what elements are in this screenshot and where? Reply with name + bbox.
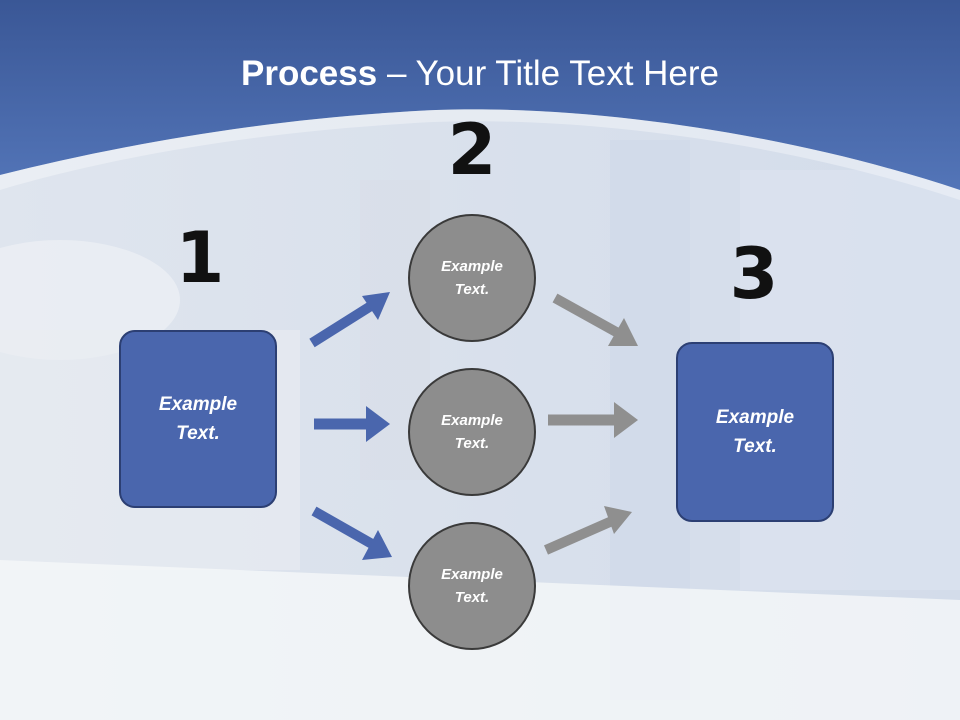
arrow-start-to-center xyxy=(314,406,390,442)
title-bold: Process xyxy=(241,54,378,93)
middle-circle-top: Example Text. xyxy=(408,214,536,342)
step-number-3: 3 xyxy=(729,233,779,315)
middle-circle-bottom: Example Text. xyxy=(408,522,536,650)
header-band xyxy=(0,0,960,190)
title-rest: – Your Title Text Here xyxy=(377,54,719,93)
end-box-label: Example Text. xyxy=(715,407,795,457)
arrow-start-to-top xyxy=(309,292,390,348)
step-number-2: 2 xyxy=(447,109,497,191)
beaker-glass xyxy=(0,240,180,360)
arrow-bottom-to-end xyxy=(543,506,632,555)
arrow-start-to-bottom xyxy=(311,506,392,560)
arrow-top-to-end xyxy=(552,293,638,346)
start-box-label: Example Text. xyxy=(158,394,238,444)
header-swoosh xyxy=(0,109,960,200)
end-box: Example Text. xyxy=(676,342,834,522)
middle-circle-center-label: Example Text. xyxy=(441,412,503,452)
middle-circle-top-label: Example Text. xyxy=(441,258,503,298)
middle-circle-center: Example Text. xyxy=(408,368,536,496)
start-box: Example Text. xyxy=(119,330,277,508)
step-number-1: 1 xyxy=(175,217,225,299)
arrow-center-to-end xyxy=(548,402,638,438)
middle-circle-bottom-label: Example Text. xyxy=(441,566,503,606)
page-title: Process – Your Title Text Here xyxy=(0,50,960,98)
